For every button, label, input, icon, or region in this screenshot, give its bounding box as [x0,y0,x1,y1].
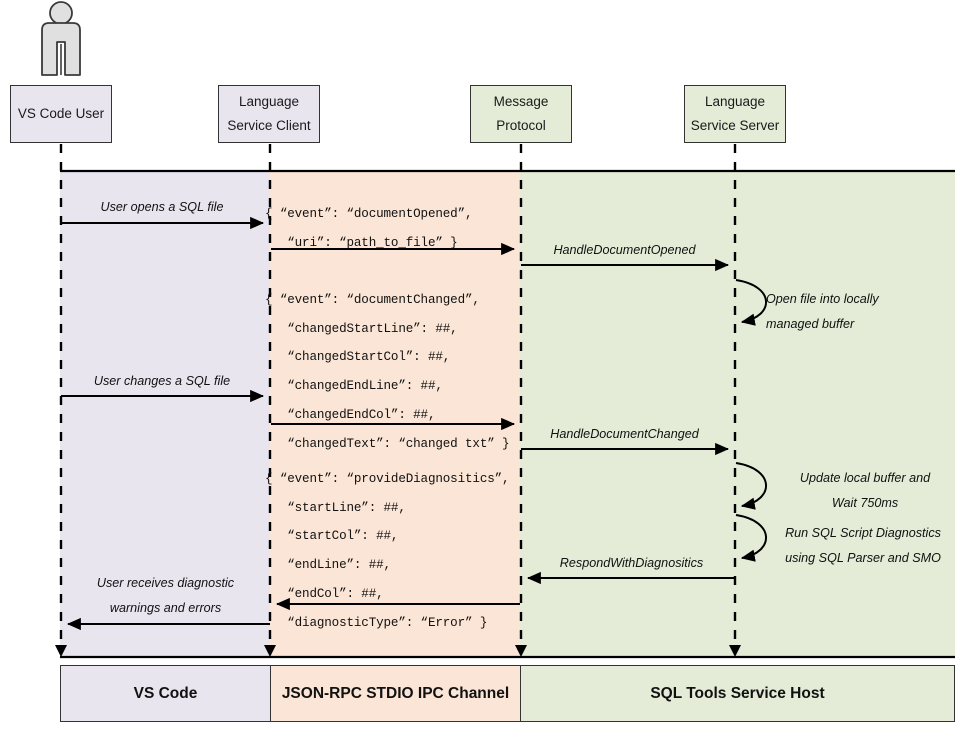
note-update-local-buffer: Update local buffer and Wait 750ms [770,466,960,516]
note-run-sql-script-diagnostics-line2: using SQL Parser and SMO [785,551,941,566]
label-user-receives-diagnostics: User receives diagnostic warnings and er… [61,571,270,621]
self-loop-update-buffer [735,462,767,510]
note-run-sql-script-diagnostics-line1: Run SQL Script Diagnostics [785,526,941,540]
participant-message-protocol-line2: Protocol [496,118,546,133]
participant-vs-code-user-line1: VS Code User [17,106,105,122]
vs-code-user-actor-icon [41,1,81,76]
lifelines [59,144,737,652]
participant-language-service-client-line2: Service Client [227,118,311,133]
note-open-file-into-buffer-line2: managed buffer [766,317,855,332]
label-handle-document-changed: HandleDocumentChanged [550,427,699,441]
band-label-sql-tools-service-host[interactable]: SQL Tools Service Host [520,665,955,722]
label-user-receives-diagnostics-line1: User receives diagnostic [96,576,235,590]
label-user-opens-sql-file: User opens a SQL file [100,200,224,214]
band-body-json-rpc [270,172,520,657]
participant-language-service-server-line2: Service Server [690,118,780,133]
participant-language-service-client-line1: Language [238,94,300,110]
participant-message-protocol-line1: Message [493,94,549,110]
payload-document-opened: { “event”: “documentOpened”, “uri”: “pat… [265,207,473,250]
payload-document-changed: { “event”: “documentChanged”, “changedSt… [265,293,510,451]
label-user-changes-sql-file: User changes a SQL file [93,374,231,388]
note-open-file-into-buffer-line1: Open file into locally [766,292,879,306]
band-label-vs-code[interactable]: VS Code [60,665,271,722]
self-loop-run-diagnostics [735,514,767,562]
band-body-sql-tools [520,172,955,657]
band-label-json-rpc-stdio-ipc-channel[interactable]: JSON-RPC STDIO IPC Channel [270,665,521,722]
lifeline-terminators [55,645,741,657]
self-loop-open-file [735,279,767,326]
participant-message-protocol[interactable]: Message Protocol [470,85,572,143]
label-handle-document-opened: HandleDocumentOpened [553,243,696,257]
label-user-receives-diagnostics-line2: warnings and errors [109,601,222,616]
label-respond-with-diagnositics: RespondWithDiagnositics [559,556,704,570]
participant-language-service-server[interactable]: Language Service Server [684,85,786,143]
note-update-local-buffer-line2: Wait 750ms [831,496,899,511]
participant-vs-code-user[interactable]: VS Code User [10,85,112,143]
note-update-local-buffer-line1: Update local buffer and [799,471,931,485]
band-body-vs-code [60,172,270,657]
payload-provide-diagnositics: { “event”: “provideDiagnositics”, “start… [265,472,510,630]
participant-language-service-server-line1: Language [704,94,766,110]
note-open-file-into-buffer: Open file into locally managed buffer [766,287,956,337]
participant-language-service-client[interactable]: Language Service Client [218,85,320,143]
note-run-sql-script-diagnostics: Run SQL Script Diagnostics using SQL Par… [768,521,958,571]
